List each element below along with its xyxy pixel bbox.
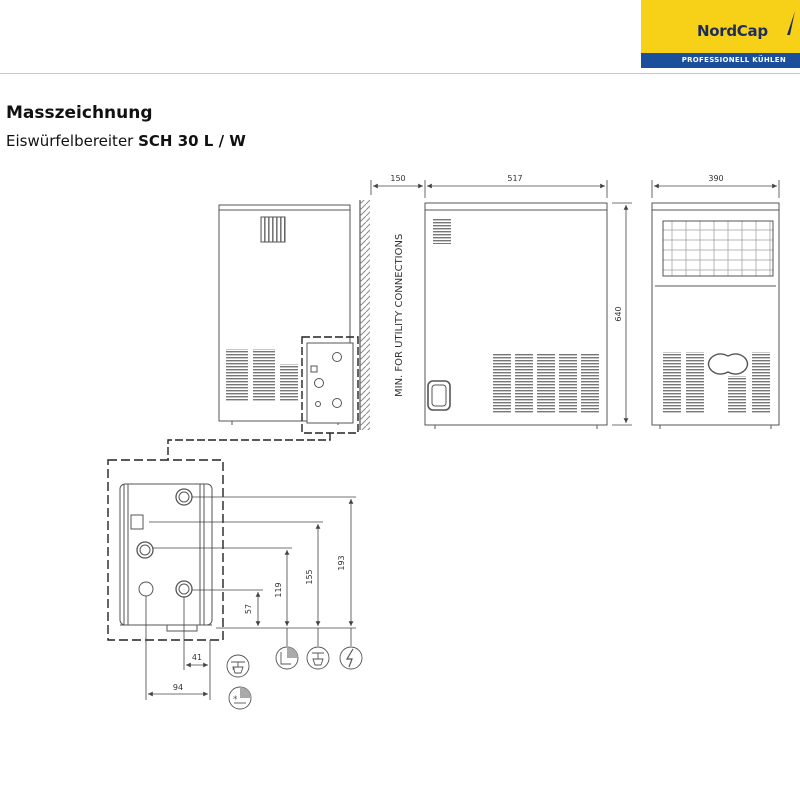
logo-swoosh-icon (787, 11, 795, 35)
fitting-cable (130, 514, 144, 530)
page-subtitle: Eiswürfelbereiter SCH 30 L / W (6, 132, 246, 150)
subtitle-model: SCH 30 L / W (138, 132, 246, 150)
svg-text:*: * (233, 695, 238, 705)
rear-opening (707, 353, 749, 375)
connection-detail (107, 459, 224, 641)
dimension-lines-top (370, 180, 780, 426)
logo-brand-name: NordCap (697, 22, 768, 40)
fitting-top (175, 488, 193, 506)
side-louver-1 (226, 349, 248, 401)
svg-text:*: * (232, 666, 236, 674)
dim-clearance: 150 (390, 174, 405, 183)
fitting-drain-small (138, 581, 154, 597)
subtitle-prefix: Eiswürfelbereiter (6, 132, 139, 150)
electric-connection-icon (339, 646, 363, 670)
side-connection-panel (306, 342, 354, 424)
clearance-note: MIN. FOR UTILITY CONNECTIONS (394, 234, 405, 397)
dim-conn-2: 155 (305, 569, 314, 584)
water-inlet-icon (275, 646, 299, 670)
detail-panel (119, 483, 213, 626)
front-view (424, 202, 608, 429)
detail-frame-large (107, 459, 224, 641)
front-door-handle (427, 380, 451, 411)
dim-conn-3: 119 (274, 582, 283, 597)
fitting-drain (175, 580, 193, 598)
ice-water-drain-icon: * (226, 654, 250, 678)
rear-condenser-grid (662, 220, 774, 277)
side-vent-top (260, 216, 286, 243)
dim-offset-a: 41 (192, 653, 202, 662)
dim-offset-b: 94 (173, 683, 183, 692)
logo-yellow-panel (641, 0, 800, 53)
ice-water-inlet-icon: * (228, 686, 252, 710)
logo-blue-band (641, 53, 800, 68)
front-vent-top (433, 218, 451, 244)
header-divider (0, 73, 800, 74)
fitting-inlet (136, 541, 154, 559)
wall-hatch (360, 200, 370, 430)
side-view (167, 200, 370, 460)
dim-conn-1: 193 (337, 555, 346, 570)
dim-height: 640 (614, 306, 623, 321)
side-louver-3 (280, 364, 298, 401)
logo-tagline: PROFESSIONELL KÜHLEN (681, 56, 786, 64)
page-title: Masszeichnung (6, 103, 153, 123)
rear-view (651, 202, 780, 429)
dim-conn-4: 57 (244, 604, 253, 614)
dim-depth: 517 (507, 174, 522, 183)
water-drain-icon (306, 646, 330, 670)
dim-width: 390 (708, 174, 723, 183)
side-louver-2 (253, 349, 275, 401)
brand-logo: NordCap PROFESSIONELL KÜHLEN (641, 0, 800, 68)
detail-dimension-lines (145, 496, 356, 700)
